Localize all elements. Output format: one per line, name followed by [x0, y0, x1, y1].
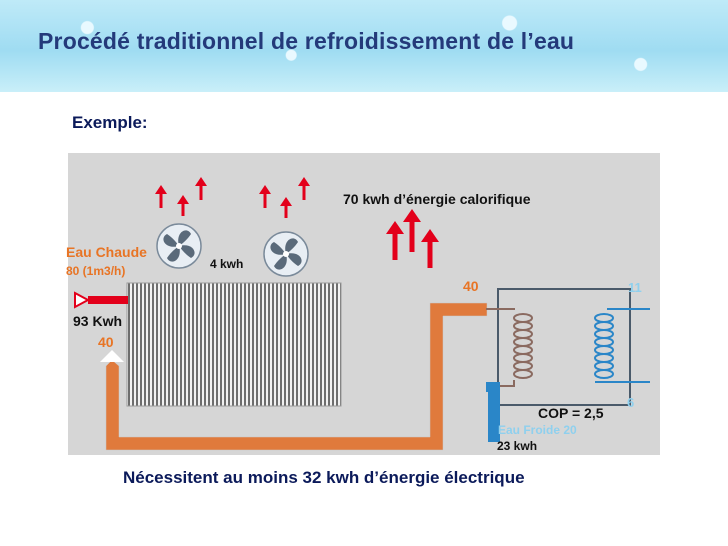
hot-water-flow-label: 80 (1m3/h): [66, 264, 126, 278]
page-title: Procédé traditionnel de refroidissement …: [38, 28, 575, 54]
heat-arrows-large: [386, 209, 439, 268]
footer-note: Nécessitent au moins 32 kwh d’énergie él…: [123, 468, 525, 487]
header-banner: [0, 0, 728, 92]
inlet-temp-label: 40: [98, 334, 114, 350]
hot-water-label: Eau Chaude: [66, 244, 147, 260]
fan-icon: [263, 231, 309, 277]
outlet-temp-bottom-label: 6: [627, 395, 635, 410]
chiller-box: [497, 288, 631, 406]
heat-arrows-small: [155, 177, 310, 218]
heat-energy-label: 70 kwh d’énergie calorifique: [343, 191, 531, 207]
fan-power-label: 4 kwh: [210, 257, 244, 271]
hot-water-pipe: [105, 302, 488, 451]
chiller-power-label: 23 kwh: [497, 439, 538, 453]
cop-label: COP = 2,5: [538, 405, 604, 421]
hx-temp-label: 40: [463, 278, 479, 294]
input-energy-label: 93 Kwh: [73, 313, 123, 329]
cooling-tower-block: [126, 282, 342, 407]
hot-water-inlet-marker: [74, 291, 128, 309]
outlet-temp-top-label: 11: [628, 280, 642, 295]
cold-coil-icon: [594, 308, 650, 383]
hot-water-inlet-arrow: [100, 350, 124, 362]
example-label: Exemple:: [72, 113, 148, 132]
cold-water-pipe: [486, 382, 500, 442]
cold-water-label: Eau Froide 20: [498, 423, 577, 437]
hot-coil-icon: [486, 308, 533, 387]
fan-icon: [156, 223, 202, 269]
